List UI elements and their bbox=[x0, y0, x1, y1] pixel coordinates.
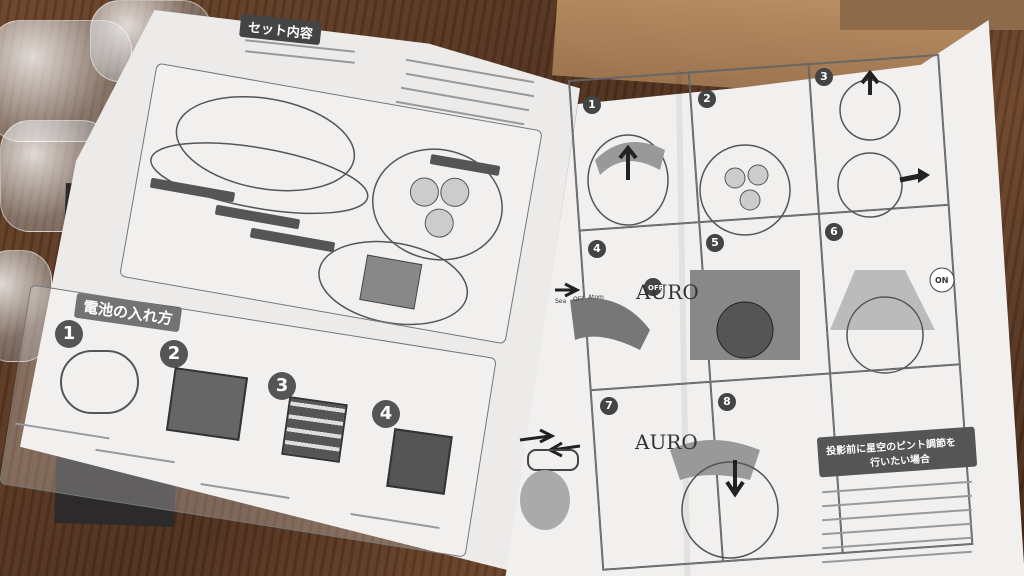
step-number-8: 8 bbox=[718, 393, 736, 411]
switch-mark-off: OFF bbox=[573, 296, 585, 303]
battery-step-2: 2 bbox=[160, 340, 188, 368]
brand-logo-step-7: AURO bbox=[635, 430, 698, 454]
parts-diagram-panel bbox=[119, 62, 543, 345]
switch-mark-sea: Sea bbox=[555, 298, 567, 305]
brand-logo-step-4: AURO bbox=[636, 280, 699, 304]
step-number-4: 4 bbox=[588, 240, 606, 258]
device-diagram bbox=[150, 95, 503, 326]
device-side-illustration bbox=[60, 350, 139, 414]
off-indicator: OFF bbox=[648, 284, 664, 292]
step-number-6: 6 bbox=[825, 223, 843, 241]
battery-step-1: 1 bbox=[55, 320, 83, 348]
step-number-5: 5 bbox=[706, 234, 724, 252]
battery-step-4: 4 bbox=[372, 400, 400, 428]
step-number-3: 3 bbox=[815, 68, 833, 86]
step-number-1: 1 bbox=[583, 96, 601, 114]
cardboard-flap bbox=[840, 0, 1024, 30]
on-indicator: ON bbox=[935, 276, 949, 285]
step-number-7: 7 bbox=[600, 397, 618, 415]
step-number-2: 2 bbox=[698, 90, 716, 108]
switch-mark-atom: Atom bbox=[588, 294, 604, 301]
battery-step-3: 3 bbox=[268, 372, 296, 400]
